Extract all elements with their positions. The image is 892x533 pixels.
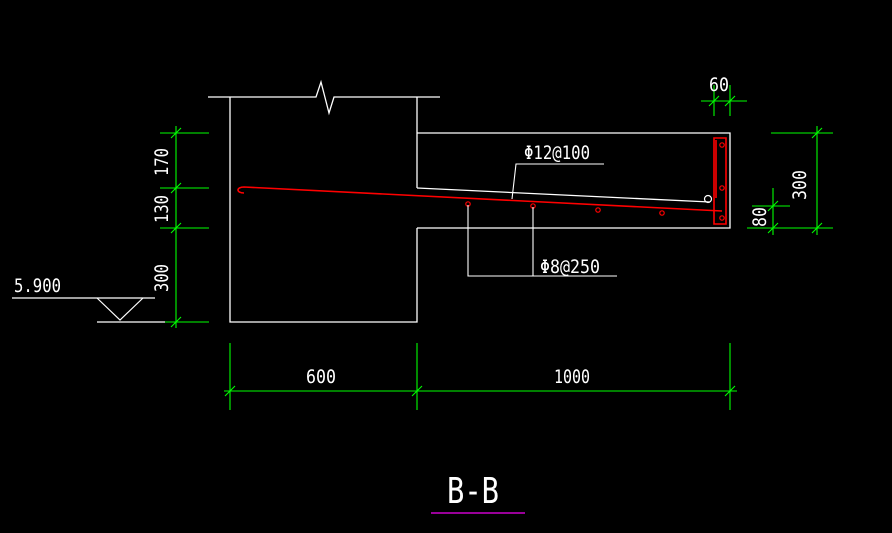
dimension-lines (160, 85, 833, 410)
tick (724, 385, 736, 397)
elevation-label: 5.900 (14, 275, 61, 297)
rebar-dist-label: Φ8@250 (540, 256, 600, 278)
tick (170, 222, 182, 234)
tick (708, 95, 720, 107)
tick (767, 222, 779, 234)
dist-bar-dot (595, 207, 601, 213)
concrete-outline (208, 79, 731, 323)
tick (224, 385, 236, 397)
beam-body (229, 97, 418, 323)
break-line (208, 79, 440, 116)
dim-left-bottom-label: 300 (151, 264, 173, 292)
tick (767, 200, 779, 212)
dim-bottom-left-label: 600 (306, 366, 336, 388)
elevation-triangle (96, 297, 144, 321)
dist-bar-dot (719, 215, 725, 221)
tick (170, 127, 182, 139)
section-title: B-B (447, 471, 499, 512)
dist-bar-dot (719, 142, 725, 148)
top-rebar (237, 186, 723, 212)
rebar-top-label: Φ12@100 (524, 142, 590, 164)
cantilever-slab (417, 132, 731, 229)
tick (811, 127, 823, 139)
dim-bottom-right-label: 1000 (554, 366, 590, 388)
tick (724, 95, 736, 107)
tick (411, 385, 423, 397)
tick (170, 316, 182, 328)
dim-left-mid-label: 130 (151, 195, 173, 223)
corner-bar (703, 194, 713, 204)
dim-left-top-label: 170 (151, 148, 173, 176)
elevation-mark (12, 297, 165, 323)
slab-inner-top (416, 187, 711, 203)
leader-lines (467, 163, 617, 277)
dist-bar-dot (659, 210, 665, 216)
dim-right-overall-label: 300 (789, 170, 811, 200)
leader-top-rebar (511, 163, 604, 200)
dim-top-right-label: 60 (709, 74, 729, 96)
tick (170, 182, 182, 194)
dist-bar-dot (719, 185, 725, 191)
leader-dist-rebar (467, 205, 617, 277)
dim-right-bottom-label: 80 (749, 207, 771, 227)
rebar-group (237, 137, 727, 225)
distribution-bars (465, 142, 725, 221)
end-stirrup (713, 137, 727, 225)
tick (811, 222, 823, 234)
